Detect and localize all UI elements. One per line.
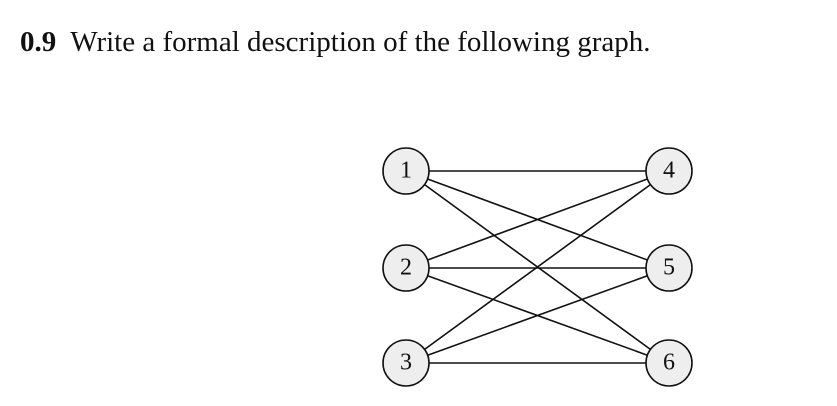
- problem-text: Write a formal description of the follow…: [70, 26, 651, 58]
- vertex-circle: [382, 339, 430, 387]
- vertex-1: 1: [382, 147, 430, 195]
- vertex-circle: [645, 339, 693, 387]
- vertex-circle: [382, 244, 430, 292]
- vertex-circle: [645, 244, 693, 292]
- vertex-label: 1: [400, 158, 412, 184]
- vertex-circle: [645, 147, 693, 195]
- vertex-label: 5: [663, 255, 675, 281]
- edge-layer: [424, 170, 651, 364]
- vertex-circle: [382, 147, 430, 195]
- edge-3-4: [424, 183, 651, 351]
- vertex-4: 4: [645, 147, 693, 195]
- problem-number: 0.9: [20, 26, 57, 58]
- vertex-label: 6: [663, 350, 675, 376]
- vertex-label: 3: [400, 350, 412, 376]
- edge-2-4: [427, 178, 648, 261]
- vertex-label: 4: [663, 158, 675, 184]
- problem-heading: 0.9 Write a formal description of the fol…: [20, 22, 651, 62]
- vertex-3: 3: [382, 339, 430, 387]
- vertex-layer: 1 2 3 4 5 6: [382, 147, 693, 387]
- vertex-6: 6: [645, 339, 693, 387]
- vertex-2: 2: [382, 244, 430, 292]
- vertex-label: 2: [400, 255, 412, 281]
- edge-3-5: [427, 275, 648, 356]
- vertex-5: 5: [645, 244, 693, 292]
